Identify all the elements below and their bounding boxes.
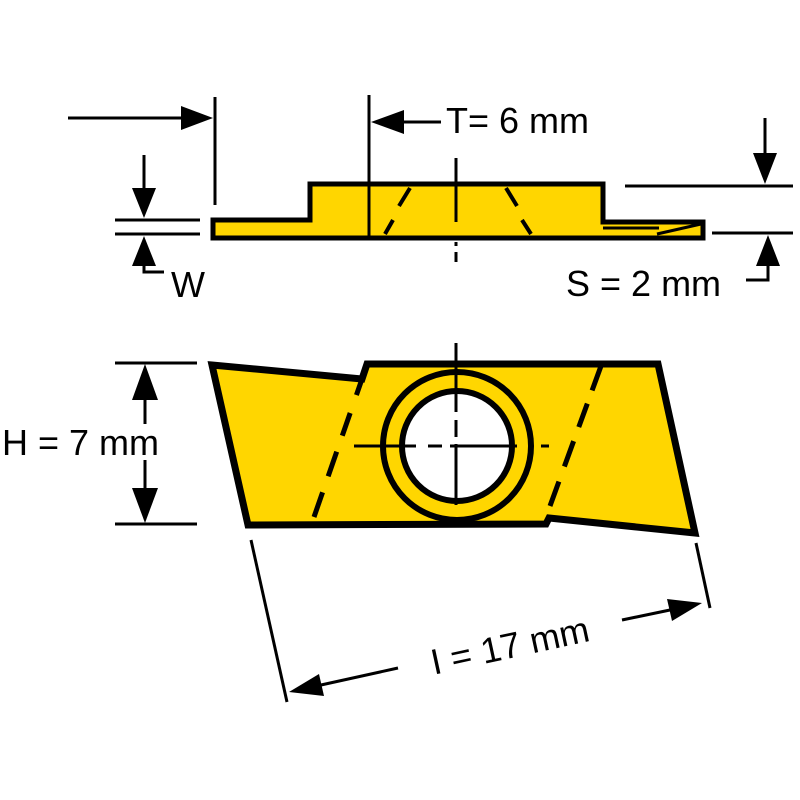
- s-lower-arrowhead-icon: [756, 235, 780, 266]
- insert-side-profile: [210, 181, 706, 241]
- h-extension-lines: [115, 361, 197, 526]
- h-lower-arrowhead-icon: [132, 488, 158, 523]
- w-upper-arrowhead-icon: [132, 188, 156, 218]
- i-arrow-shaft-left: [320, 666, 399, 687]
- t-arrowhead-icon: [371, 110, 404, 134]
- top-view: H = 7 mm I = 17 mm: [2, 343, 712, 703]
- s-upper-arrowhead-icon: [753, 153, 777, 184]
- dimension-label-i: I = 17 mm: [427, 608, 593, 682]
- i-extension-line-right: [694, 542, 712, 609]
- w-extension-lines: [115, 218, 200, 236]
- i-extension-line-left: [249, 539, 289, 703]
- hidden-edge-dashed-line-left: [311, 378, 365, 518]
- i-left-arrowhead-icon: [289, 674, 324, 696]
- i-right-arrowhead-icon: [667, 599, 702, 621]
- h-upper-arrowhead-icon: [132, 364, 158, 400]
- w-lower-arrowhead-icon: [132, 236, 156, 266]
- left-datum-arrowhead-icon: [181, 106, 213, 130]
- dimension-label-w: W: [171, 264, 205, 305]
- dimension-label-h: H = 7 mm: [2, 422, 159, 463]
- edge-witness-ticks: [383, 186, 533, 236]
- i-arrow-shaft-right: [621, 608, 671, 622]
- dimension-label-s: S = 2 mm: [566, 263, 721, 304]
- tail-slit-diagonal: [656, 222, 702, 236]
- w-lower-arrow-leader: [142, 265, 164, 274]
- dimension-label-t: T= 6 mm: [446, 100, 589, 141]
- hidden-edge-dashed-line-right: [547, 365, 604, 507]
- s-lower-arrow-leader: [746, 265, 770, 282]
- side-view: T= 6 mm W S = 2 mm: [68, 95, 793, 305]
- s-extension-lines: [625, 184, 793, 235]
